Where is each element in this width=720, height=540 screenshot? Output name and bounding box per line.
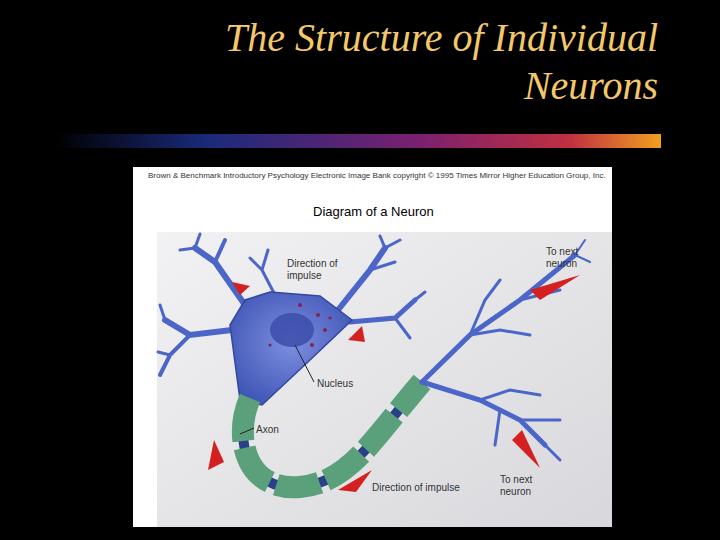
leader-lines [240, 345, 314, 434]
part-label: To next neuron [500, 474, 552, 497]
part-label: Axon [256, 424, 279, 436]
direction-arrows [208, 275, 580, 492]
nucleus [270, 313, 314, 347]
image-ground [157, 232, 612, 527]
myelin-sheath [243, 382, 422, 487]
axon-terminals [422, 240, 590, 460]
part-label: Direction of impulse [287, 258, 349, 281]
part-label: To next neuron [546, 246, 598, 269]
diagram-heading: Diagram of a Neuron [313, 205, 434, 220]
cell-granules [268, 303, 331, 347]
part-label: Direction of impulse [372, 482, 460, 494]
axon-core [243, 382, 422, 487]
image-panel [133, 167, 612, 527]
slide-title: The Structure of Individual Neurons [118, 14, 658, 110]
gradient-bar [55, 134, 661, 148]
part-label: Nucleus [317, 378, 353, 390]
copyright-note: Brown & Benchmark Introductory Psycholog… [148, 171, 610, 180]
